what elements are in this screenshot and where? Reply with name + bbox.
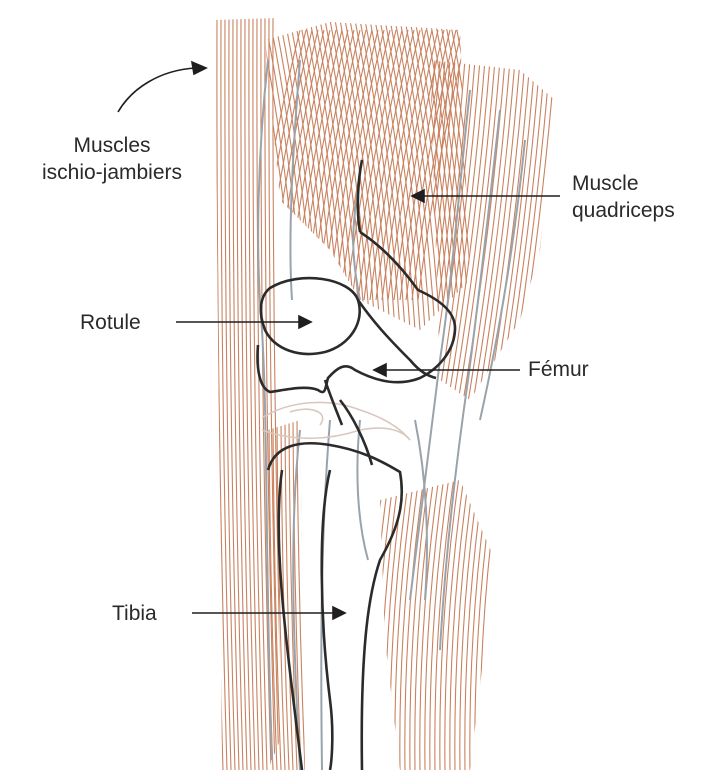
muscle-fiber [355, 470, 375, 770]
muscle-fiber [310, 30, 360, 300]
muscle-fiber [305, 420, 313, 770]
femur-label: Fémur [528, 356, 589, 383]
tibia-label: Tibia [112, 600, 157, 627]
hamstrings-label: Muscles ischio-jambiers [12, 132, 212, 186]
muscle-fiber [340, 30, 390, 300]
muscle-fiber [400, 30, 450, 300]
muscle-fiber [309, 420, 317, 770]
patella-label: Rotule [80, 309, 141, 336]
calf-muscle-fibers [350, 470, 500, 770]
muscle-fiber [205, 15, 215, 770]
muscle-fiber [298, 30, 348, 300]
quadriceps-label-line1: Muscle [572, 170, 675, 197]
muscle-fiber [280, 30, 330, 300]
femur-bone [258, 232, 456, 392]
hamstrings-label-line1: Muscles [12, 132, 212, 159]
quadriceps-label: Muscle quadriceps [572, 170, 675, 224]
patella-bone [261, 278, 360, 354]
muscle-fiber [475, 470, 495, 770]
muscle-fiber [358, 30, 408, 300]
bone-outlines [258, 160, 456, 770]
hamstrings-label-line2: ischio-jambiers [12, 159, 212, 186]
muscle-fiber [388, 30, 438, 300]
quadriceps-label-line2: quadriceps [572, 197, 675, 224]
muscle-fiber [375, 470, 395, 770]
lower-left-muscle-fibers [265, 420, 317, 770]
hamstrings-arrow [118, 68, 196, 112]
muscle-fiber [480, 470, 500, 770]
muscle-fiber [328, 30, 378, 300]
muscle-fiber [380, 470, 400, 770]
muscle-fiber [370, 30, 420, 300]
muscle-fiber [370, 470, 390, 770]
muscle-fiber [301, 420, 309, 770]
muscle-fiber [470, 470, 490, 770]
